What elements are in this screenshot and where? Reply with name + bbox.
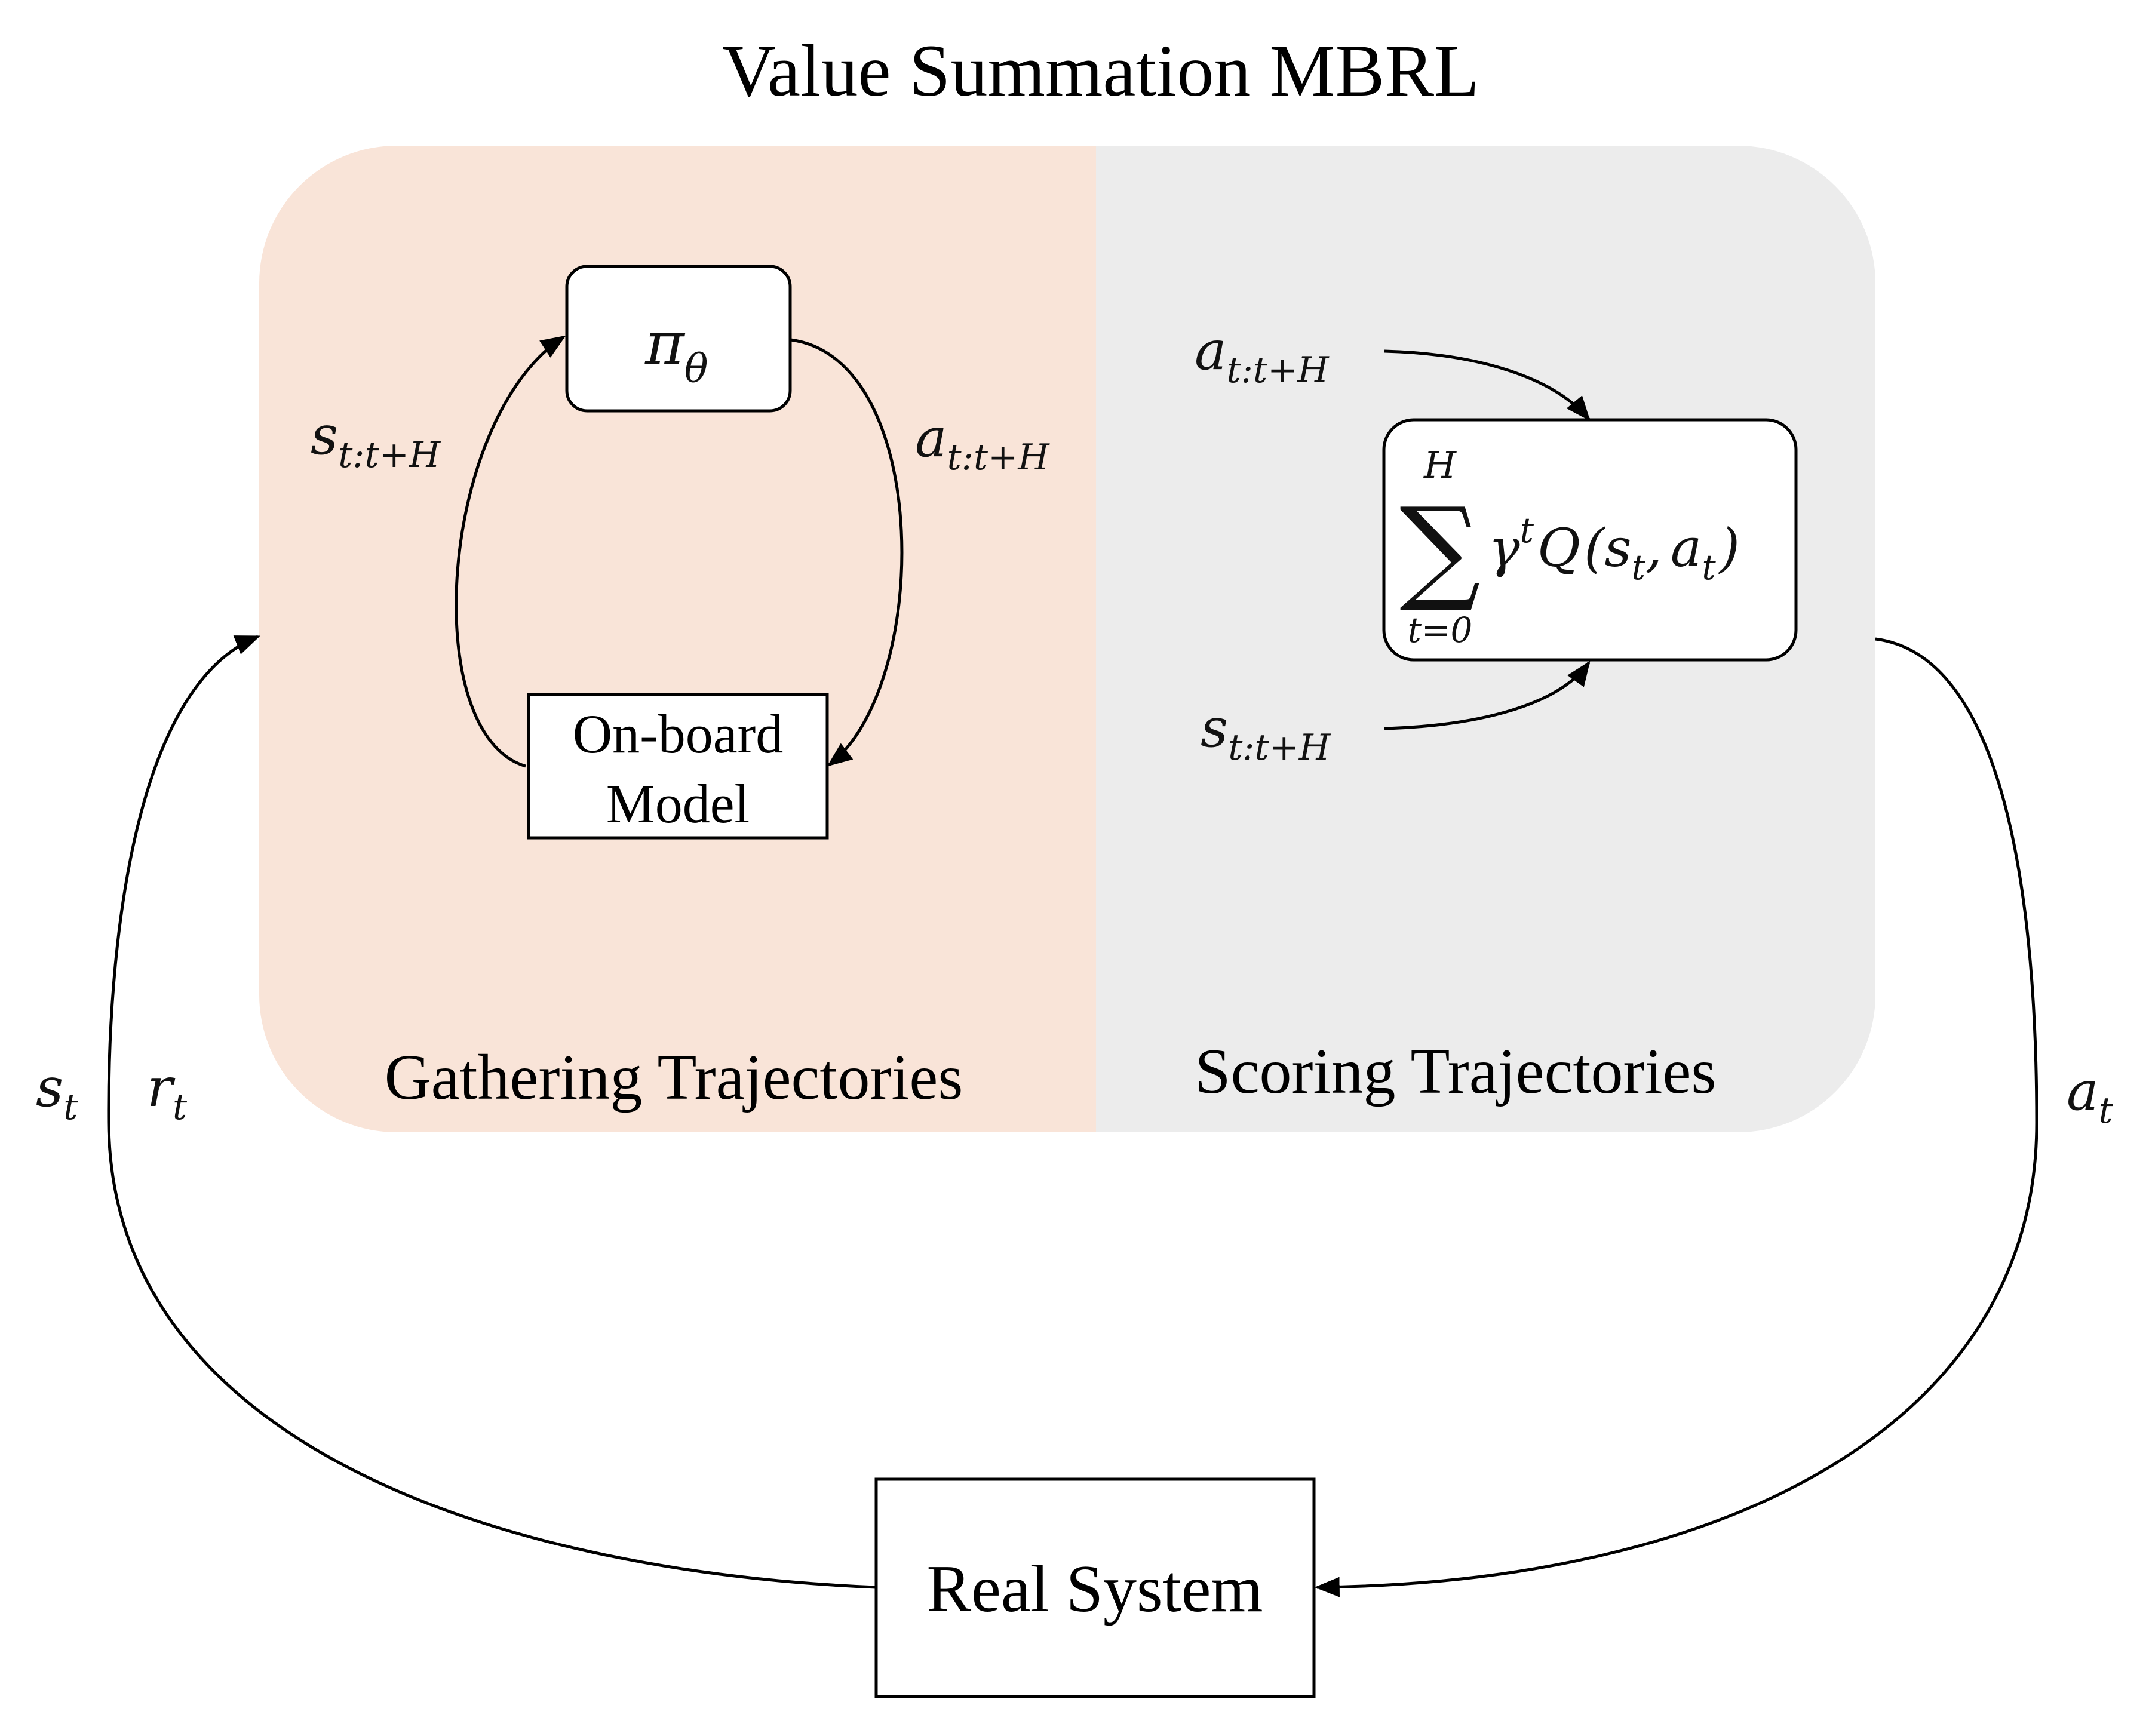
action-to-real-system-edge bbox=[1314, 637, 2038, 1597]
scoring-state-seq-label: st:t+H bbox=[1201, 697, 1331, 769]
policy-box bbox=[565, 265, 792, 413]
onboard-model-node: On-board Model bbox=[527, 693, 829, 840]
policy-symbol: π bbox=[644, 309, 686, 379]
scoring-action-seq-label: at:t+H bbox=[1195, 319, 1330, 391]
real-system-label: Real System bbox=[926, 1552, 1263, 1626]
action-seq-to-sum-edge bbox=[1384, 349, 1591, 422]
sum-upper-limit: H bbox=[1423, 443, 1457, 487]
policy-label: πθ bbox=[644, 309, 708, 392]
sum-sigma: ∑ bbox=[1399, 483, 1481, 615]
feedback-reward-label: rt bbox=[147, 1056, 188, 1128]
sum-lower-limit: t=0 bbox=[1408, 610, 1473, 650]
gathering-panel bbox=[259, 146, 1096, 1132]
real-system-node: Real System bbox=[874, 1477, 1316, 1698]
gathering-panel-label: Gathering Trajectories bbox=[385, 1042, 963, 1113]
policy-subscript: θ bbox=[684, 346, 708, 392]
real-system-box bbox=[874, 1477, 1316, 1698]
feedback-state-label: st bbox=[36, 1056, 78, 1128]
state-seq-to-sum-edge bbox=[1384, 660, 1591, 730]
value-summation-node: H ∑ t=0 γtQ(st,at) bbox=[1382, 418, 1798, 662]
state-to-policy-edge bbox=[455, 335, 566, 768]
policy-node: πθ bbox=[565, 265, 792, 413]
value-summation-box bbox=[1382, 418, 1798, 662]
real-system-to-agent-edge bbox=[107, 635, 877, 1589]
scoring-panel-label: Scoring Trajectories bbox=[1195, 1036, 1717, 1107]
onboard-model-label-line1: On-board bbox=[573, 703, 784, 764]
feedback-action-label: at bbox=[2067, 1060, 2114, 1132]
policy-to-model-edge bbox=[790, 338, 904, 767]
onboard-model-label-line2: Model bbox=[606, 773, 750, 834]
gathering-action-seq-label: at:t+H bbox=[915, 407, 1050, 478]
sum-summand: γtQ(st,at) bbox=[1488, 510, 1740, 588]
diagram-title: Value Summation MBRL bbox=[722, 30, 1479, 112]
onboard-model-box bbox=[527, 693, 829, 840]
gathering-state-seq-label: st:t+H bbox=[311, 404, 441, 476]
